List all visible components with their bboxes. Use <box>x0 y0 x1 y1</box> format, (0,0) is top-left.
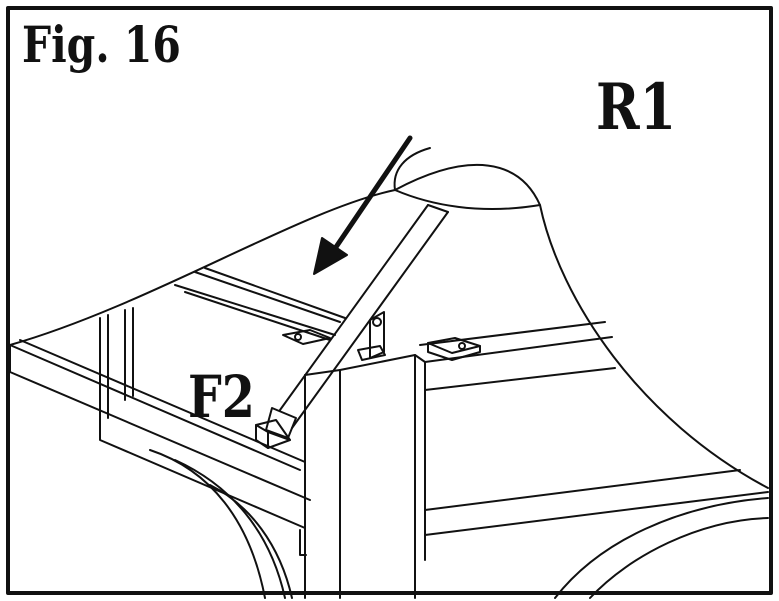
right-curved-support <box>554 497 769 599</box>
left-curved-supports <box>149 449 293 599</box>
front-frame <box>9 307 311 529</box>
side-rail <box>419 321 616 391</box>
part-label-f2: F2 <box>188 363 255 431</box>
canopy-fabric <box>9 147 769 489</box>
mounting-brackets <box>282 311 481 361</box>
figure-border <box>6 6 773 595</box>
part-label-r1: R1 <box>596 70 677 145</box>
support-pole-f2 <box>255 204 449 449</box>
bottom-right-rails <box>424 469 769 536</box>
figure-title: Fig. 16 <box>22 15 181 74</box>
top-rail <box>174 267 346 341</box>
direction-arrow <box>313 135 413 275</box>
